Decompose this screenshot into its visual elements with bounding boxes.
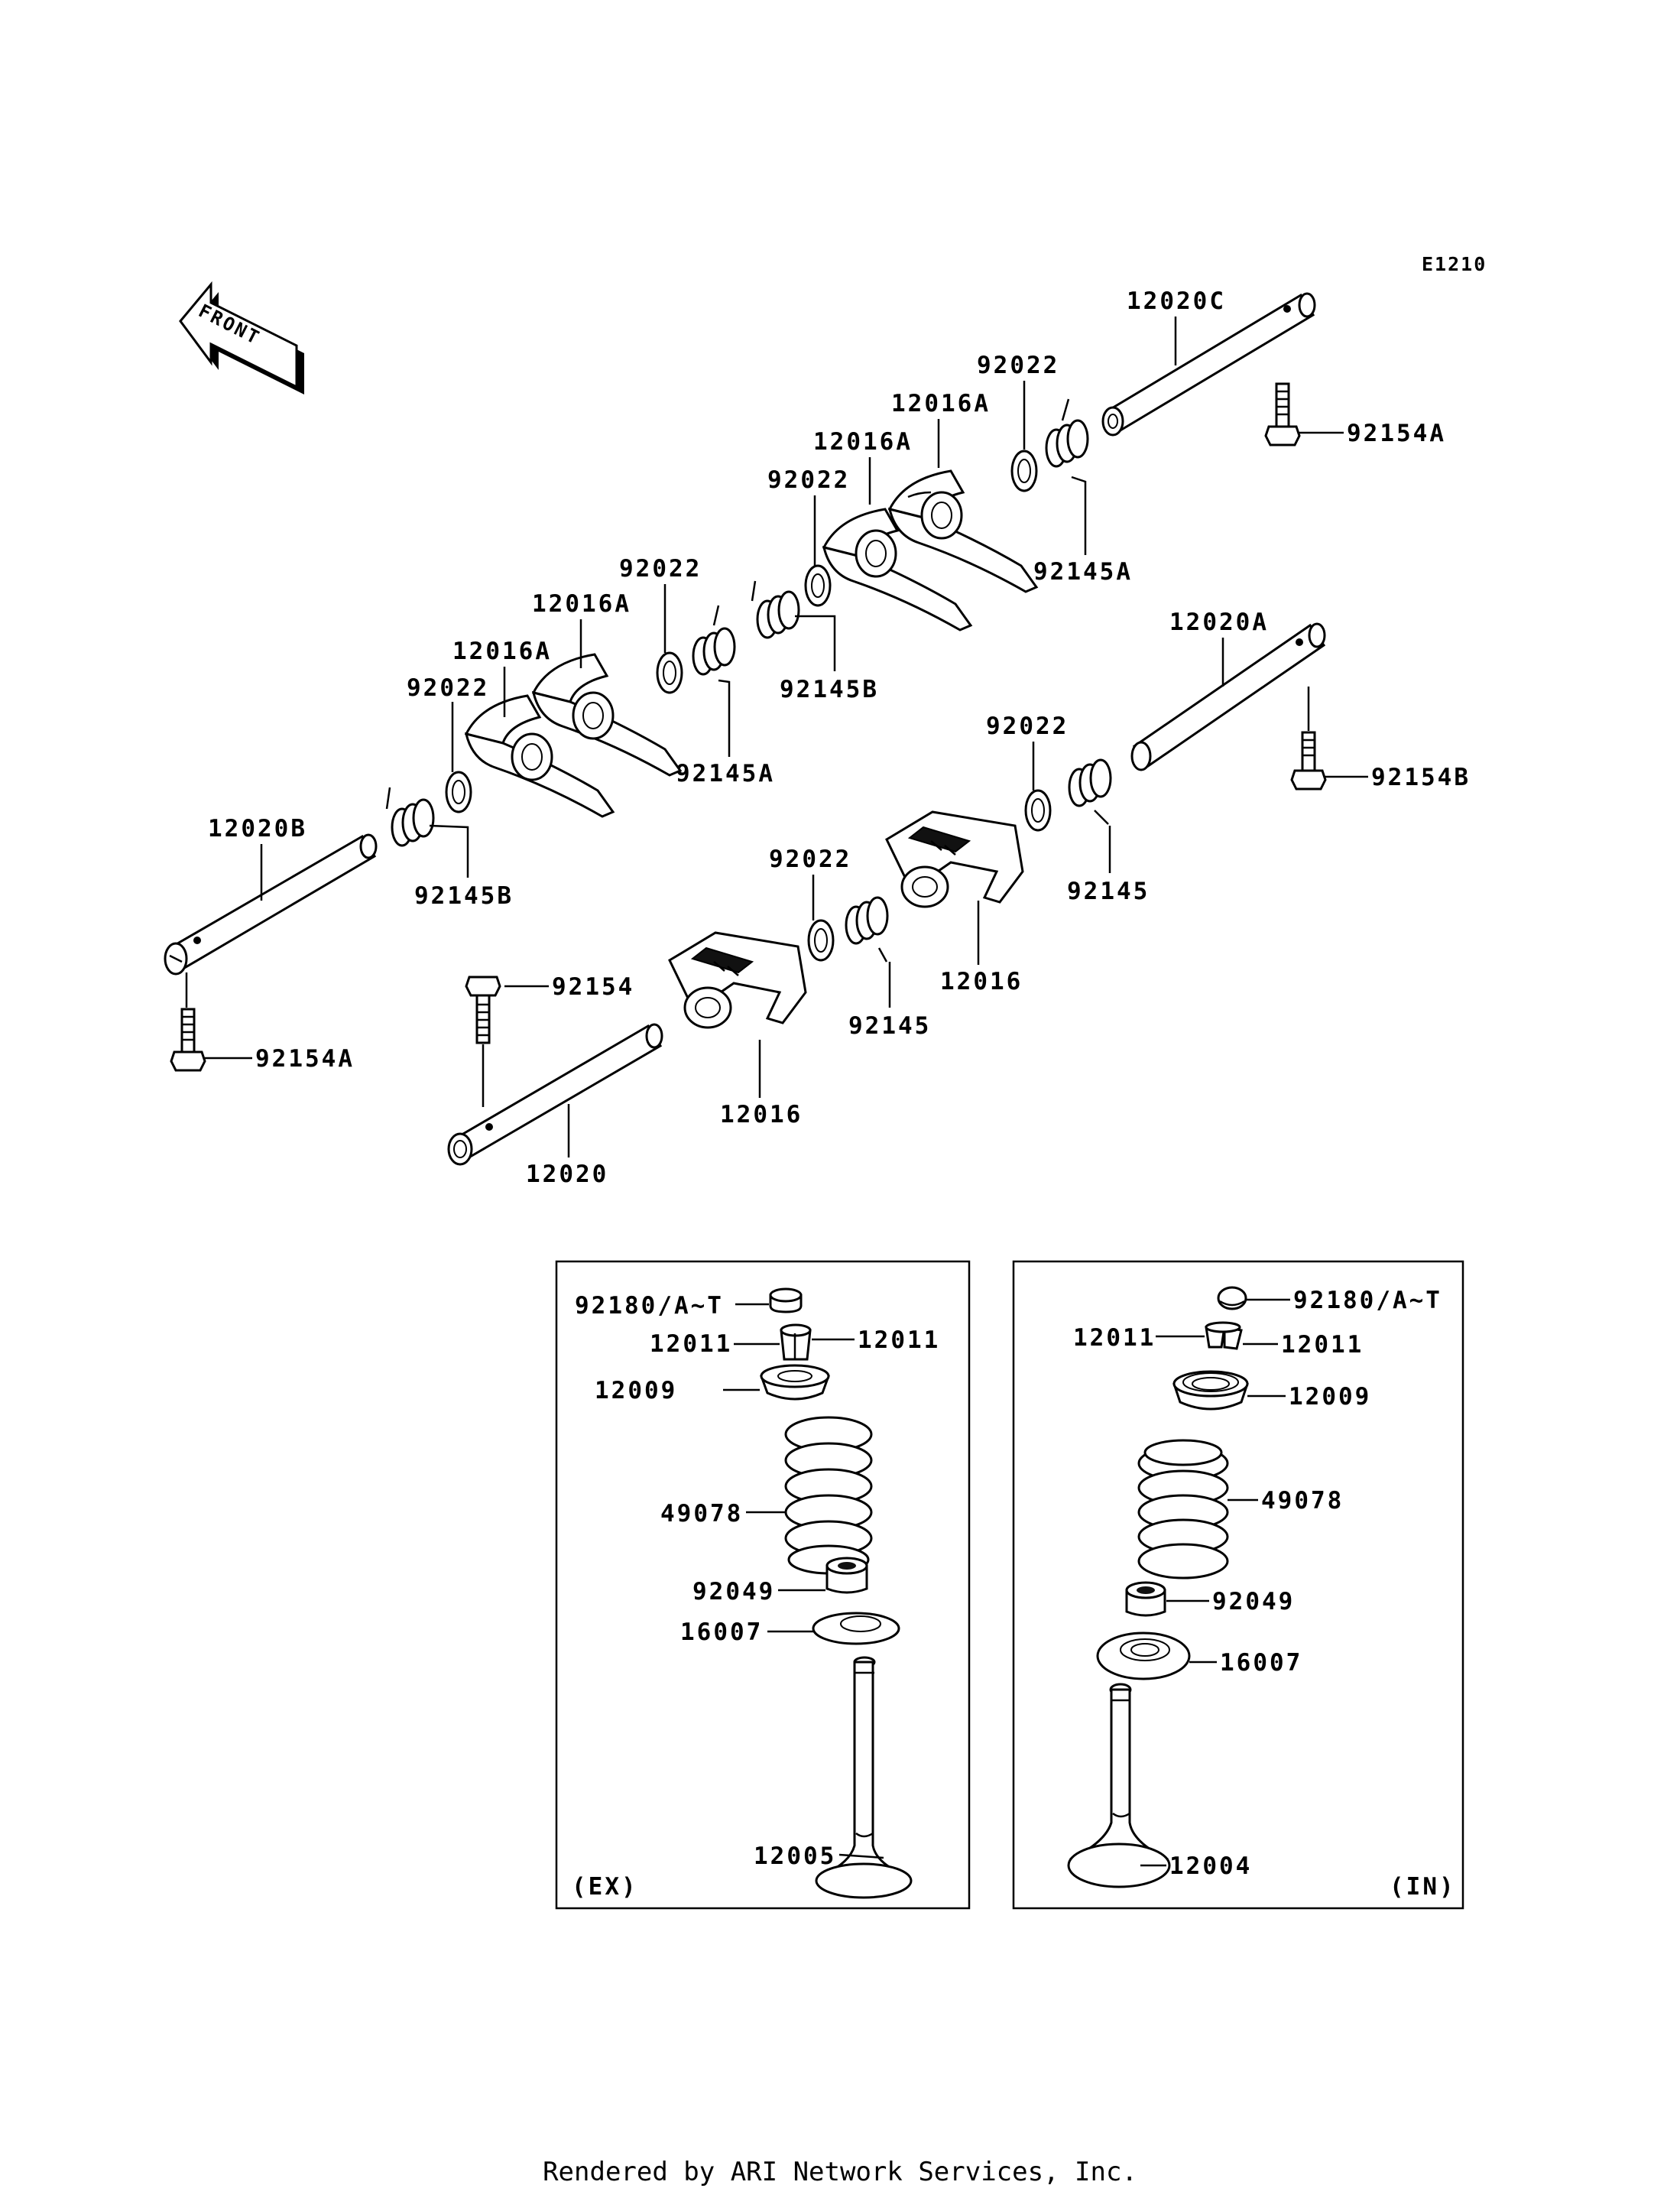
- label-92022-5: 92022: [986, 713, 1069, 740]
- ex-spring-seat-16007: [812, 1612, 900, 1645]
- label-92154: 92154: [552, 973, 634, 1001]
- label-92145a-1: 92145A: [1033, 558, 1133, 586]
- rocker-arm-12016a-4: [464, 694, 615, 818]
- ex-corner-label: (EX): [572, 1873, 638, 1901]
- label-12020: 12020: [526, 1161, 608, 1188]
- ex-label-92049: 92049: [692, 1578, 775, 1605]
- rocker-arm-12016-1: [885, 810, 1024, 908]
- label-12016a-1: 12016A: [891, 390, 991, 417]
- spring-92145-1: [1068, 758, 1112, 825]
- in-label-12011-right: 12011: [1281, 1331, 1364, 1359]
- in-label-16007: 16007: [1220, 1649, 1302, 1677]
- label-12020b: 12020B: [208, 815, 307, 843]
- in-valve-spring-49078: [1137, 1439, 1229, 1580]
- ex-label-12009: 12009: [595, 1377, 677, 1404]
- in-shim-92180: [1217, 1286, 1247, 1310]
- rocker-arm-12016a-1: [887, 469, 1039, 593]
- ex-label-12011-right: 12011: [858, 1326, 940, 1354]
- spring-92145-2: [845, 896, 889, 963]
- in-valve-12004: [1067, 1683, 1171, 1888]
- in-stem-seal-92049: [1125, 1581, 1166, 1617]
- label-12016a-4: 12016A: [452, 638, 552, 665]
- in-label-12011-left: 12011: [1073, 1324, 1156, 1352]
- label-92145a-2: 92145A: [676, 760, 775, 787]
- ex-label-12005: 12005: [754, 1842, 836, 1870]
- spring-92145a-1: [1045, 398, 1089, 468]
- ex-retainer-12009: [760, 1364, 830, 1401]
- exhaust-valve-box: [555, 1260, 971, 1910]
- label-12016-2: 12016: [720, 1101, 803, 1128]
- label-92154a-top: 92154A: [1347, 420, 1446, 447]
- rocker-shaft-12020b: [164, 833, 378, 976]
- ex-shim-92180: [769, 1287, 803, 1313]
- rocker-shaft-12020c: [1101, 292, 1316, 437]
- spring-92145a-2: [692, 605, 736, 676]
- bolt-92154a-bottom: [170, 1008, 206, 1072]
- bolt-92154b: [1290, 731, 1327, 791]
- rocker-arm-12016-2: [668, 931, 807, 1029]
- in-label-92049: 92049: [1212, 1588, 1295, 1615]
- ex-label-92180: 92180/A~T: [575, 1292, 724, 1320]
- label-92145b-1: 92145B: [780, 676, 879, 703]
- bolt-92154: [465, 976, 501, 1044]
- ex-label-12011-left: 12011: [650, 1330, 732, 1358]
- label-12020c: 12020C: [1127, 287, 1226, 315]
- in-label-49078: 49078: [1261, 1487, 1344, 1515]
- label-12020a: 12020A: [1169, 609, 1269, 636]
- label-92022-3: 92022: [619, 555, 702, 583]
- label-92154b: 92154B: [1371, 764, 1471, 791]
- label-92022-4: 92022: [407, 674, 489, 702]
- front-arrow-icon: FRONT: [179, 281, 304, 394]
- ex-valve-12005: [815, 1656, 913, 1899]
- label-92145-1: 92145: [1067, 878, 1150, 905]
- ex-stem-seal-92049: [825, 1557, 868, 1594]
- ex-valve-spring-49078: [784, 1416, 873, 1575]
- intake-valve-box: [1012, 1260, 1464, 1910]
- ex-label-16007: 16007: [680, 1618, 763, 1646]
- ex-label-49078: 49078: [660, 1500, 743, 1528]
- spring-92145b-1: [751, 580, 800, 639]
- in-label-92180: 92180/A~T: [1293, 1287, 1442, 1314]
- label-12016a-3: 12016A: [532, 590, 631, 618]
- in-label-12004: 12004: [1169, 1852, 1252, 1880]
- label-92154a-bottom: 92154A: [255, 1045, 355, 1073]
- in-label-12009: 12009: [1289, 1383, 1371, 1411]
- label-92145-2: 92145: [848, 1012, 931, 1040]
- label-12016-1: 12016: [940, 968, 1023, 995]
- rocker-shaft-12020: [447, 1023, 663, 1166]
- bolt-92154a-top: [1264, 382, 1301, 446]
- rocker-arm-12016a-3: [531, 653, 683, 777]
- spring-92145b-2: [385, 787, 435, 847]
- label-92022-6: 92022: [769, 846, 851, 873]
- label-92022-2: 92022: [767, 466, 850, 494]
- label-92145b-2: 92145B: [414, 882, 514, 910]
- in-corner-label: (IN): [1390, 1873, 1456, 1901]
- in-retainer-12009: [1172, 1370, 1249, 1411]
- in-collet-12011: [1205, 1321, 1243, 1350]
- footer-credit: Rendered by ARI Network Services, Inc.: [543, 2157, 1137, 2187]
- label-12016a-2: 12016A: [813, 428, 913, 456]
- diagram-code: E1210: [1422, 253, 1487, 275]
- rocker-shaft-12020a: [1130, 622, 1326, 771]
- label-92022-1: 92022: [977, 352, 1059, 379]
- rocker-arm-12016a-2: [822, 508, 973, 631]
- ex-collet-12011: [780, 1323, 812, 1361]
- in-spring-seat-16007: [1096, 1631, 1191, 1680]
